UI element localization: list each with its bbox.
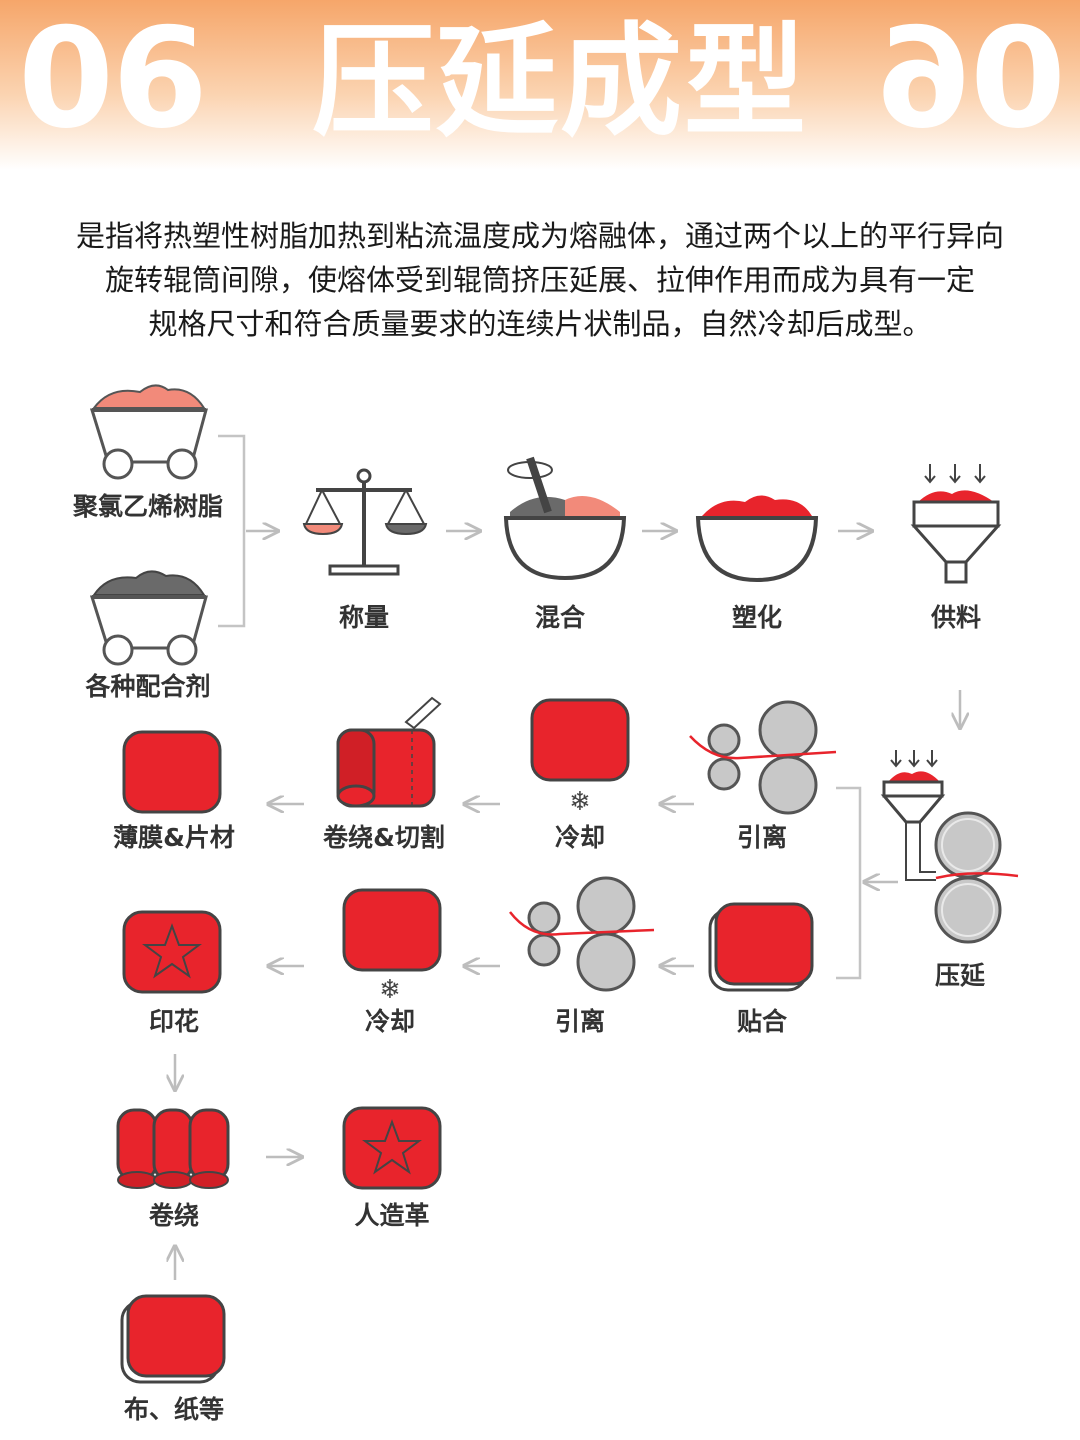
label-film: 薄膜&片材 bbox=[113, 823, 235, 852]
label-wind: 卷绕 bbox=[149, 1201, 199, 1230]
label-cool-1: 冷却 bbox=[555, 823, 605, 852]
sheet-icon bbox=[708, 902, 814, 992]
label-plasticize: 塑化 bbox=[732, 603, 782, 632]
funnel-icon bbox=[910, 464, 1002, 584]
merge-bracket bbox=[218, 434, 246, 628]
label-mix: 混合 bbox=[535, 603, 586, 632]
intro-line: 是指将热塑性树脂加热到粘流温度成为熔融体，通过两个以上的平行异向 bbox=[75, 219, 1004, 253]
label-cloth: 布、纸等 bbox=[124, 1395, 224, 1424]
label-laminate: 贴合 bbox=[737, 1007, 788, 1036]
intro-text: 是指将热塑性树脂加热到粘流温度成为熔融体，通过两个以上的平行异向 旋转辊筒间隙，… bbox=[10, 214, 1070, 346]
sheet-icon bbox=[342, 1106, 442, 1190]
roll-icon bbox=[336, 728, 436, 808]
sheet-icon bbox=[120, 1294, 226, 1384]
label-additives: 各种配合剂 bbox=[84, 672, 210, 701]
sheet-icon bbox=[342, 888, 442, 972]
mixer-bowl-icon bbox=[503, 456, 627, 581]
split-bracket bbox=[836, 786, 862, 980]
sheet-icon bbox=[122, 730, 222, 814]
page-title: 压延成型 bbox=[312, 11, 808, 153]
sheet-icon bbox=[530, 698, 630, 782]
roll-icon bbox=[116, 1108, 230, 1189]
label-feed: 供料 bbox=[930, 603, 981, 632]
intro-line: 旋转辊筒间隙，使熔体受到辊筒挤压延展、拉伸作用而成为具有一定 bbox=[104, 263, 975, 297]
bowl-icon bbox=[695, 495, 819, 583]
roller-icon bbox=[689, 700, 837, 815]
roller-icon bbox=[880, 750, 1019, 944]
label-calender: 压延 bbox=[935, 961, 986, 990]
label-cool-2: 冷却 bbox=[365, 1007, 415, 1036]
star-icon bbox=[142, 923, 202, 979]
step-number: 06 bbox=[18, 0, 208, 159]
label-pvc: 聚氯乙烯树脂 bbox=[72, 492, 223, 521]
label-pull-2: 引离 bbox=[555, 1007, 605, 1036]
cart-icon bbox=[89, 384, 208, 480]
scale-icon bbox=[302, 468, 428, 576]
header-banner: 06 压延成型 06 bbox=[0, 0, 1080, 170]
label-pull-1: 引离 bbox=[737, 823, 787, 852]
roller-icon bbox=[509, 876, 655, 992]
label-wind-cut: 卷绕&切割 bbox=[323, 823, 445, 852]
star-icon bbox=[362, 1119, 422, 1175]
label-print: 印花 bbox=[149, 1007, 199, 1036]
intro-line: 规格尺寸和符合质量要求的连续片状制品，自然冷却后成型。 bbox=[148, 307, 932, 341]
snowflake-icon: ❄ bbox=[379, 975, 401, 1005]
snowflake-icon: ❄ bbox=[569, 787, 591, 817]
cart-icon bbox=[89, 570, 208, 666]
sheet-icon bbox=[122, 910, 222, 994]
label-weigh: 称量 bbox=[339, 603, 389, 632]
knife-icon bbox=[404, 696, 442, 730]
label-leather: 人造革 bbox=[354, 1201, 429, 1230]
